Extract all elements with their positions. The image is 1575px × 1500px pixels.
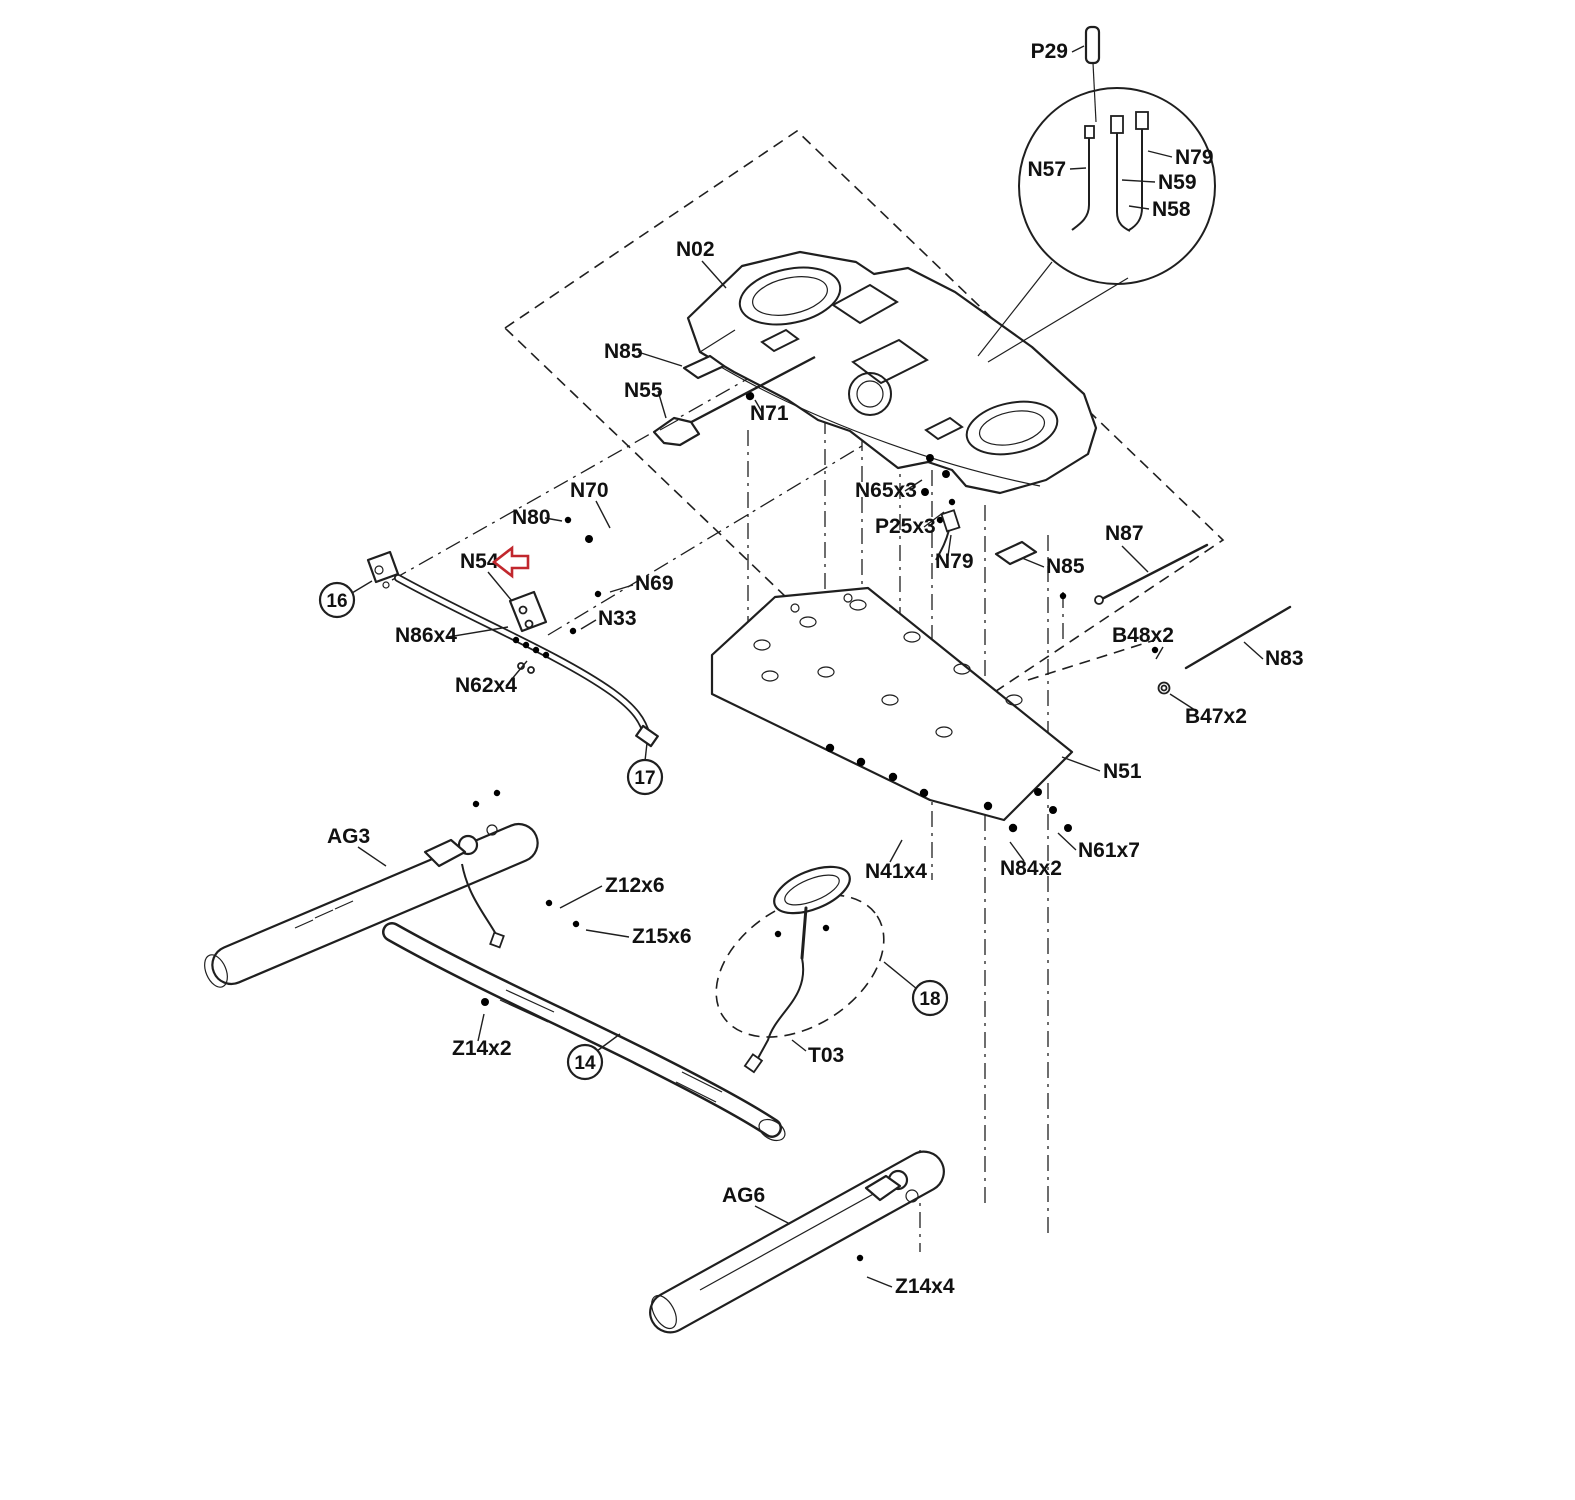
handrail-rod xyxy=(366,550,659,748)
wire-detail-circle xyxy=(977,87,1216,363)
part-labels: P29N57N79N59N58N02N85N55N71N70N80N65x3P2… xyxy=(327,40,1304,1298)
callout-number-16: 16 xyxy=(326,591,347,612)
part-label-Z14x2: Z14x2 xyxy=(452,1037,512,1060)
part-label-N83: N83 xyxy=(1265,647,1304,670)
key-part-p29 xyxy=(1084,25,1101,123)
part-label-N57: N57 xyxy=(1027,158,1066,181)
part-label-N65x3: N65x3 xyxy=(855,479,917,502)
mounting-plate xyxy=(710,586,1074,822)
callout-circle-18 xyxy=(911,979,949,1017)
part-label-AG3: AG3 xyxy=(327,825,370,848)
callout-circle-17 xyxy=(626,758,664,796)
part-label-N85-right: N85 xyxy=(1046,555,1085,578)
part-label-N80: N80 xyxy=(512,506,551,529)
callout-16: 16 xyxy=(318,581,356,619)
boundary-dashed xyxy=(503,129,1225,737)
callout-circle-14 xyxy=(566,1043,604,1081)
part-label-P29: P29 xyxy=(1031,40,1068,63)
crossbar-tube xyxy=(382,922,786,1142)
part-label-N69: N69 xyxy=(635,572,674,595)
part-label-N54: N54 xyxy=(460,550,499,573)
callout-number-14: 14 xyxy=(574,1053,596,1074)
part-label-P25x3: P25x3 xyxy=(875,515,936,538)
handlebar-right-ag6 xyxy=(649,1150,945,1334)
part-label-Z14x4: Z14x4 xyxy=(895,1275,955,1298)
part-label-B48x2: B48x2 xyxy=(1112,624,1174,647)
part-label-N62x4: N62x4 xyxy=(455,674,517,697)
part-label-Z15x6: Z15x6 xyxy=(632,925,692,948)
part-label-Z12x6: Z12x6 xyxy=(605,874,665,897)
callout-circle-16 xyxy=(318,581,356,619)
callout-numbers: 16 17 14 18 xyxy=(318,581,949,1081)
part-label-N84x2: N84x2 xyxy=(1000,857,1062,880)
part-label-N86x4: N86x4 xyxy=(395,624,457,647)
part-label-N02: N02 xyxy=(676,238,715,261)
part-label-N61x7: N61x7 xyxy=(1078,839,1140,862)
callout-18: 18 xyxy=(911,979,949,1017)
part-label-B47x2: B47x2 xyxy=(1185,705,1247,728)
callout-14: 14 xyxy=(566,1043,604,1081)
part-label-AG6: AG6 xyxy=(722,1184,765,1207)
part-label-N85-left: N85 xyxy=(604,340,643,363)
console-body xyxy=(686,250,1098,495)
part-label-N71: N71 xyxy=(750,402,789,425)
part-label-N58: N58 xyxy=(1152,198,1191,221)
thumb-control-t03 xyxy=(715,865,885,1074)
part-label-N70: N70 xyxy=(570,479,609,502)
part-label-N87: N87 xyxy=(1105,522,1144,545)
n54-highlight-arrow xyxy=(491,545,530,579)
part-label-N55: N55 xyxy=(624,379,663,402)
part-label-N41x4: N41x4 xyxy=(865,860,927,883)
part-label-N79-top: N79 xyxy=(1175,146,1214,169)
callout-number-18: 18 xyxy=(919,989,940,1010)
callout-number-17: 17 xyxy=(634,768,655,789)
part-label-N79-mid: N79 xyxy=(935,550,974,573)
part-label-N51: N51 xyxy=(1103,760,1142,783)
console-fasteners xyxy=(508,354,1292,695)
part-label-N59: N59 xyxy=(1158,171,1197,194)
leader-lines xyxy=(351,45,1264,1288)
callout-17: 17 xyxy=(626,758,664,796)
handlebar-left-ag3 xyxy=(204,789,581,1032)
part-label-N33: N33 xyxy=(598,607,637,630)
part-label-T03: T03 xyxy=(808,1044,844,1067)
